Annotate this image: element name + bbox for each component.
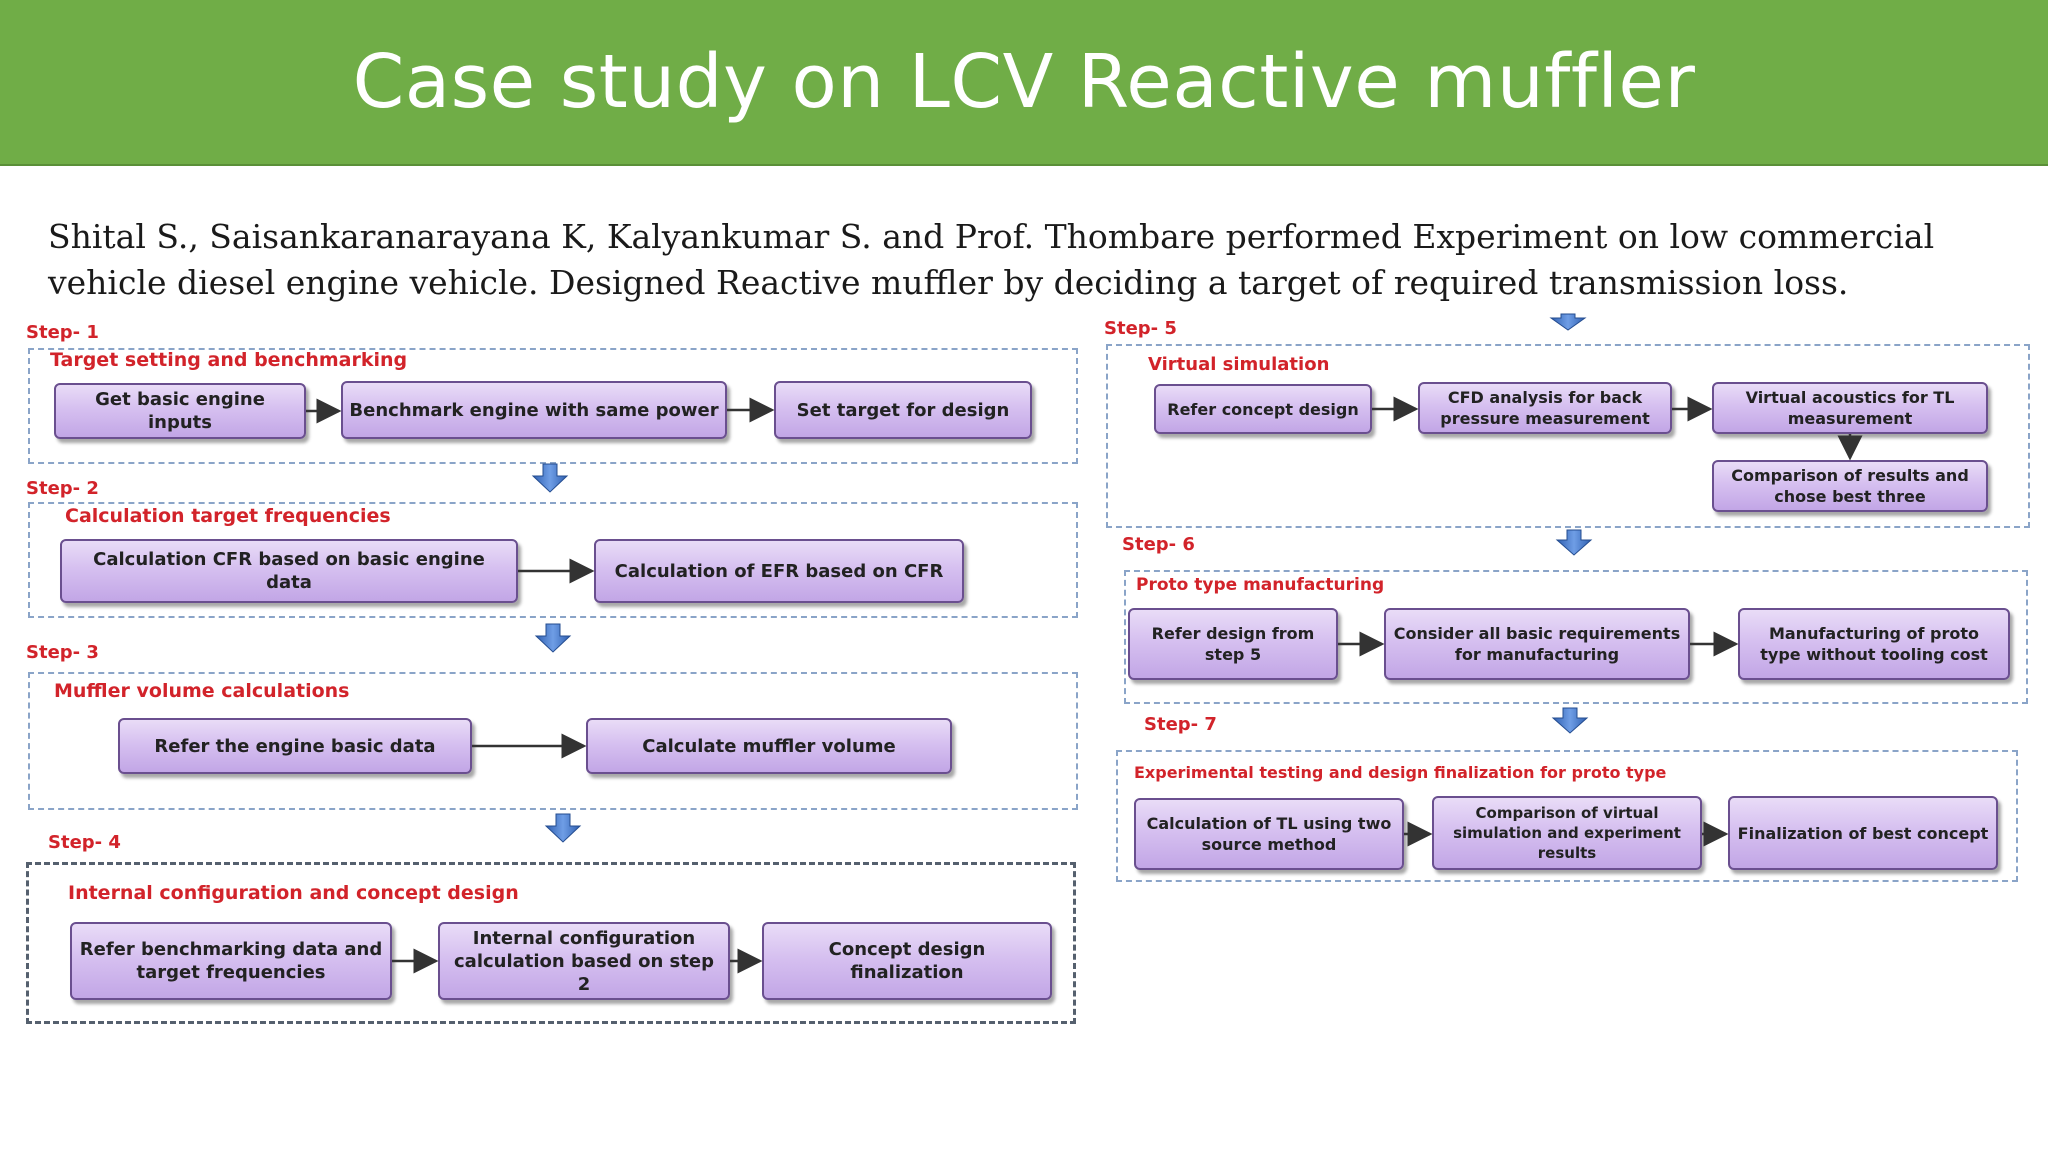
step-1-label: Step- 1 — [26, 322, 99, 343]
step-6-box-2: Consider all basic requirements for manu… — [1384, 608, 1690, 680]
step-4-box-3: Concept design finalization — [762, 922, 1052, 1000]
down-arrow-icon — [544, 813, 582, 843]
intro-text: Shital S., Saisankaranarayana K, Kalyank… — [48, 217, 1935, 302]
step-2-box-1: Calculation CFR based on basic engine da… — [60, 539, 518, 603]
step-7-box-2: Comparison of virtual simulation and exp… — [1432, 796, 1702, 870]
step-3-box-1: Refer the engine basic data — [118, 718, 472, 774]
step-2-frame — [28, 502, 1078, 618]
step-3-frame — [28, 672, 1078, 810]
step-4-box-1: Refer benchmarking data and target frequ… — [70, 922, 392, 1000]
step-1-box-1: Get basic engine inputs — [54, 383, 306, 439]
down-arrow-icon — [1551, 707, 1589, 734]
step-1-box-2: Benchmark engine with same power — [341, 381, 727, 439]
step-7-title: Experimental testing and design finaliza… — [1134, 763, 1667, 782]
step-2-label: Step- 2 — [26, 478, 99, 499]
step-7-box-3: Finalization of best concept — [1728, 796, 1998, 870]
title-bar: Case study on LCV Reactive muffler — [0, 0, 2048, 166]
step-6-frame — [1124, 570, 2028, 704]
step-4-label: Step- 4 — [48, 832, 121, 853]
step-3-title: Muffler volume calculations — [54, 680, 350, 702]
step-7-box-1: Calculation of TL using two source metho… — [1134, 798, 1404, 870]
step-5-title: Virtual simulation — [1148, 354, 1330, 375]
step-5-label: Step- 5 — [1104, 318, 1177, 339]
down-arrow-icon — [531, 463, 569, 493]
down-arrow-icon — [1555, 529, 1593, 556]
step-4-box-2: Internal configuration calculation based… — [438, 922, 730, 1000]
step-6-label: Step- 6 — [1122, 534, 1195, 555]
step-4-title: Internal configuration and concept desig… — [68, 882, 519, 904]
step-2-box-2: Calculation of EFR based on CFR — [594, 539, 964, 603]
step-6-box-1: Refer design from step 5 — [1128, 608, 1338, 680]
step-5-box-1: Refer concept design — [1154, 384, 1372, 434]
step-5-box-4: Comparison of results and chose best thr… — [1712, 460, 1988, 512]
step-7-label: Step- 7 — [1144, 714, 1217, 735]
step-7-frame — [1116, 750, 2018, 882]
down-arrow-icon — [1549, 313, 1587, 331]
step-4-frame — [26, 862, 1076, 1024]
step-5-box-3: Virtual acoustics for TL measurement — [1712, 382, 1988, 434]
down-arrow-icon — [534, 623, 572, 653]
slide-title: Case study on LCV Reactive muffler — [352, 39, 1696, 125]
step-3-label: Step- 3 — [26, 642, 99, 663]
step-1-box-3: Set target for design — [774, 381, 1032, 439]
step-5-frame — [1106, 344, 2030, 528]
step-1-title: Target setting and benchmarking — [50, 349, 408, 371]
step-2-title: Calculation target frequencies — [65, 505, 391, 527]
step-1-frame — [28, 348, 1078, 464]
step-6-box-3: Manufacturing of proto type without tool… — [1738, 608, 2010, 680]
step-5-box-2: CFD analysis for back pressure measureme… — [1418, 382, 1672, 434]
step-6-title: Proto type manufacturing — [1136, 575, 1385, 595]
step-3-box-2: Calculate muffler volume — [586, 718, 952, 774]
